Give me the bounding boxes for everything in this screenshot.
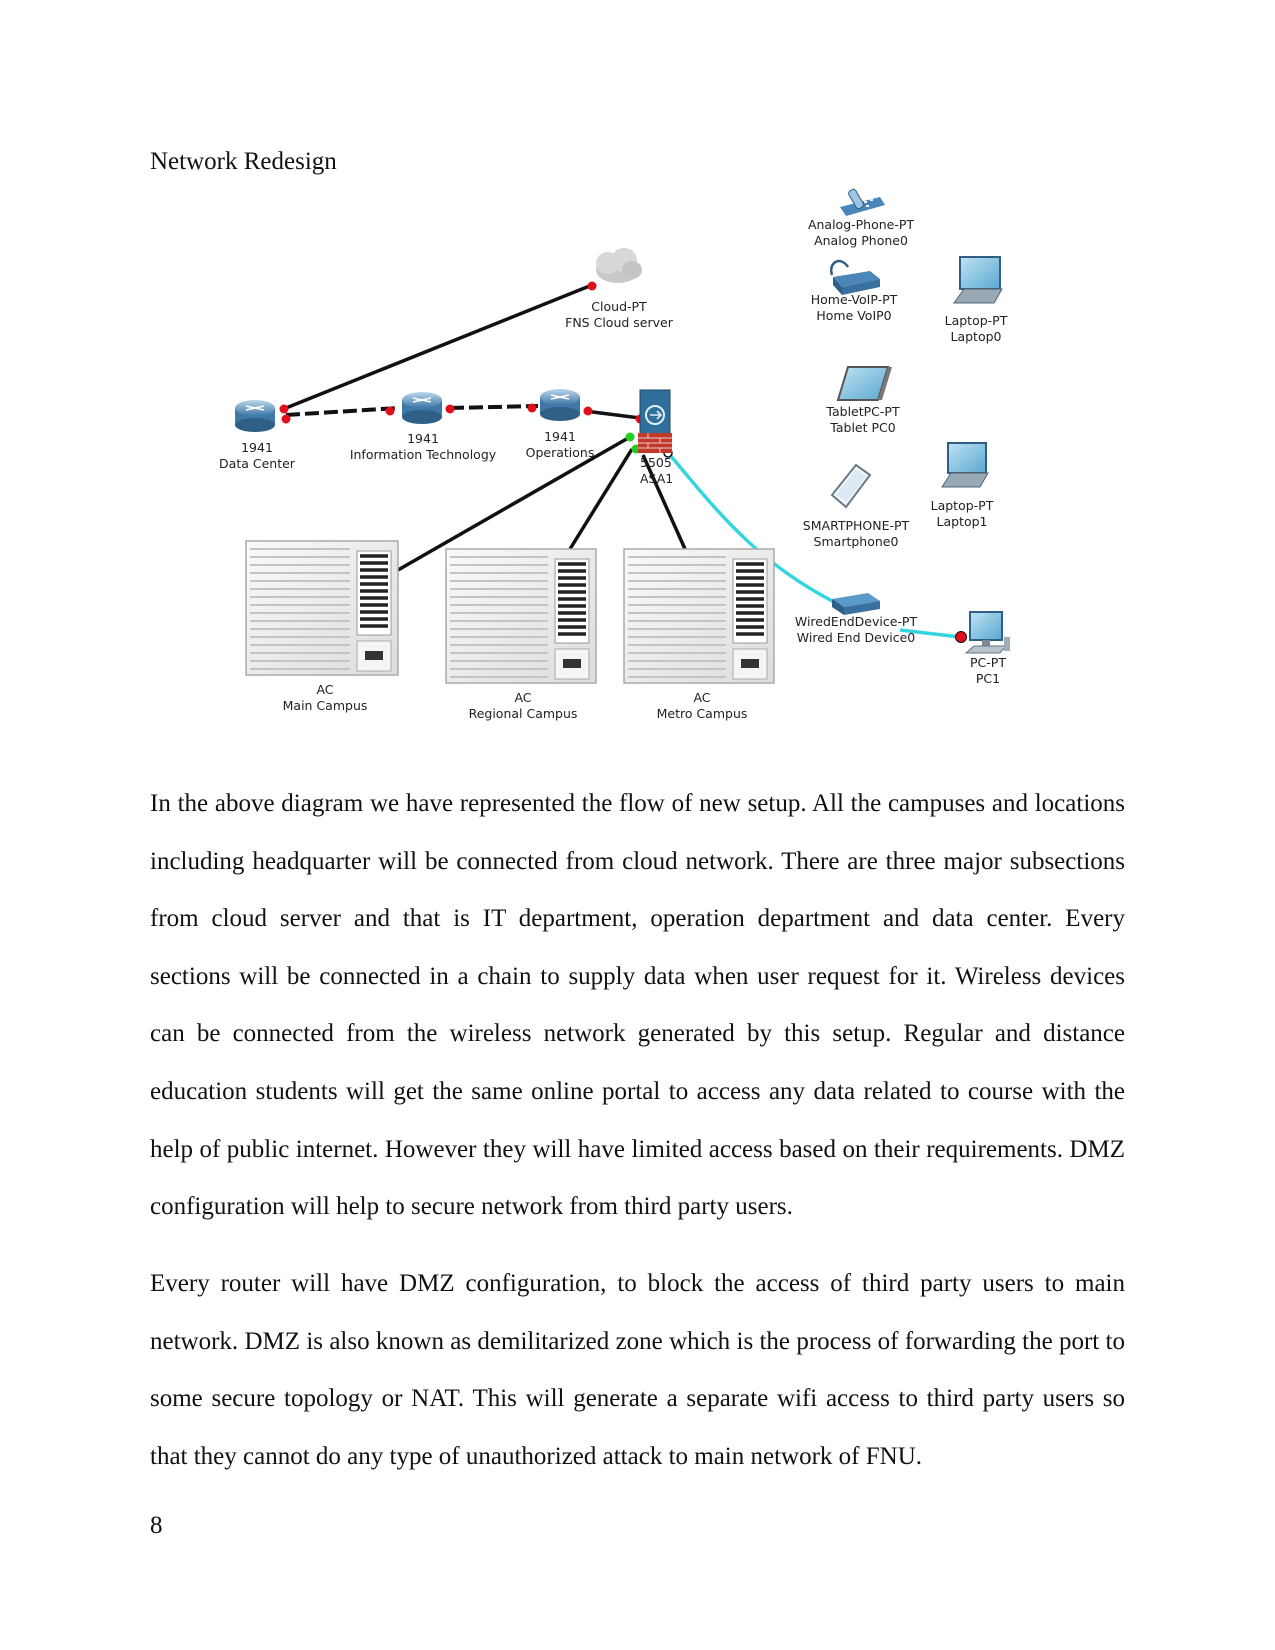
link-it-operations [449, 404, 539, 410]
router-icon [540, 389, 580, 421]
home-voip-icon [829, 259, 880, 295]
laptop1-name: Laptop1 [937, 514, 988, 529]
home-voip-name: Home VoIP0 [816, 308, 891, 323]
link-operations-firewall [584, 409, 641, 420]
smartphone-type: SMARTPHONE-PT [803, 518, 910, 533]
tablet-name: Tablet PC0 [829, 420, 895, 435]
ac-main-name: Main Campus [283, 698, 368, 713]
router-icon [235, 400, 275, 432]
router-it-model: 1941 [407, 431, 439, 446]
page-number: 8 [150, 1512, 163, 1539]
wired-end-device-type: WiredEndDevice-PT [795, 614, 918, 629]
router-datacenter-name: Data Center [220, 456, 296, 471]
firewall-model: 5505 [640, 455, 672, 470]
router-datacenter-model: 1941 [241, 440, 273, 455]
cloud-icon [596, 248, 642, 283]
ac-main-type: AC [316, 682, 333, 697]
network-diagram: Cloud-PT FNS Cloud server 1941 Data Cent… [220, 188, 1010, 721]
link-datacenter-it [285, 406, 399, 417]
laptop1-type: Laptop-PT [931, 498, 994, 513]
body-paragraph: In the above diagram we have represented… [150, 790, 1125, 1221]
smartphone-name: Smartphone0 [814, 534, 899, 549]
ac-metro-name: Metro Campus [657, 706, 748, 721]
router-operations-model: 1941 [544, 429, 576, 444]
laptop-icon [941, 442, 989, 488]
ac-metro-type: AC [693, 690, 710, 705]
ac-unit-icon [245, 540, 399, 676]
firewall-name: ASA1 [640, 471, 673, 486]
router-it-name: Information Technology [350, 447, 497, 462]
cloud-type-label: Cloud-PT [591, 299, 647, 314]
ac-unit-icon [623, 548, 775, 684]
ac-regional-type: AC [514, 690, 531, 705]
smartphone-icon [830, 463, 872, 509]
tablet-type: TabletPC-PT [825, 404, 900, 419]
router-icon [402, 392, 442, 424]
laptop0-name: Laptop0 [951, 329, 1002, 344]
analog-phone-name: Analog Phone0 [814, 233, 908, 248]
tablet-icon [836, 366, 892, 401]
body-paragraph: Every router will have DMZ configuration… [150, 1270, 1125, 1470]
ac-unit-icon [445, 548, 597, 684]
link-wired-device-pc [899, 628, 961, 639]
link-firewall-metro-campus [641, 454, 687, 550]
link-datacenter-cloud [285, 283, 593, 410]
links [285, 283, 961, 639]
laptop-icon [953, 256, 1003, 304]
cloud-name-label: FNS Cloud server [565, 315, 674, 330]
wired-end-device-icon [832, 593, 880, 615]
link-firewall-wired-device [668, 453, 841, 607]
pc-icon [964, 611, 1010, 654]
page-heading: Network Redesign [150, 148, 337, 175]
analog-phone-icon [840, 188, 885, 216]
wired-end-device-name: Wired End Device0 [797, 630, 915, 645]
pc-name: PC1 [976, 671, 1000, 686]
ac-regional-name: Regional Campus [469, 706, 578, 721]
firewall-icon [638, 389, 672, 453]
laptop0-type: Laptop-PT [945, 313, 1008, 328]
home-voip-type: Home-VoIP-PT [811, 292, 898, 307]
link-firewall-main-campus [397, 435, 631, 572]
analog-phone-type: Analog-Phone-PT [808, 217, 914, 232]
router-operations-name: Operations [526, 445, 595, 460]
pc-type: PC-PT [970, 655, 1006, 670]
link-firewall-regional-campus [568, 448, 634, 550]
